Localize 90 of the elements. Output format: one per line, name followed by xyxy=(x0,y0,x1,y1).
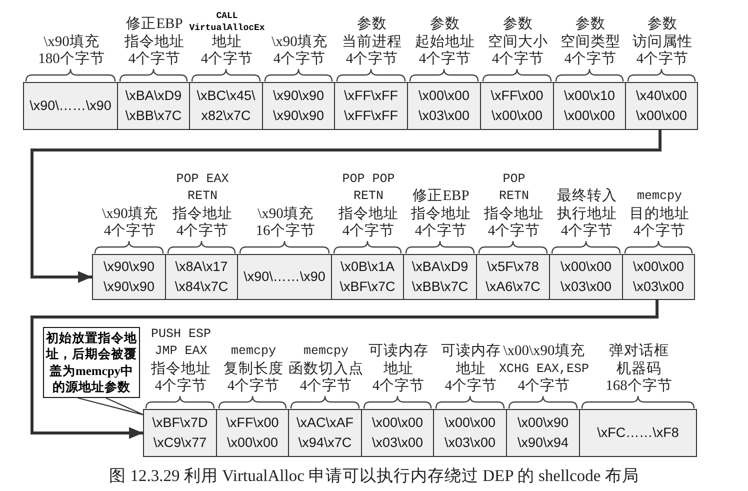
field-label: 4个字节 xyxy=(372,378,425,396)
code-label: XCHG EAX,ESP xyxy=(498,360,589,378)
figure-caption: 图 12.3.29 利用 VirtualAlloc 申请可以执行内存绕过 DEP 的 shellcode 布局 xyxy=(109,466,639,485)
field-label: 弹对话框机器码 xyxy=(608,343,670,378)
hex-bytes: \x00\x00 \x03\x00 xyxy=(559,258,613,296)
hex-bytes: \x00\x00 \x03\x00 xyxy=(632,258,686,296)
callout-note: 初始放置指令地址，后期会被覆盖为memcpy中的源地址参数 xyxy=(43,327,140,398)
hex-bytes: \x00\x10 \x00\x00 xyxy=(562,87,616,125)
hex-bytes: \x90\……\x90 xyxy=(244,268,326,286)
code-label: POP POP RETN xyxy=(341,170,396,206)
field-label: 4个字节 xyxy=(342,223,395,241)
field-label: 4个字节 xyxy=(227,378,280,396)
code-label: memcpy xyxy=(230,343,276,360)
field-label: 指令地址 xyxy=(151,360,211,378)
code-label: POP RETN xyxy=(498,170,530,206)
field-label: 指令地址 xyxy=(338,206,398,222)
field-label: 4个字节 xyxy=(636,51,689,69)
field-label: \x90填充 xyxy=(272,34,328,50)
code-label: PUSH ESP JMP EAX xyxy=(150,326,212,360)
code-label: memcpy xyxy=(303,343,348,360)
field-label: 4个字节 xyxy=(492,51,544,69)
field-label: 函数切入点 xyxy=(288,360,364,378)
hex-bytes: \x90\……\x90 xyxy=(30,97,112,115)
field-label: 168个字节 xyxy=(606,378,672,396)
code-label: CALL VirtualAllocEx xyxy=(188,10,266,34)
field-label: 4个字节 xyxy=(418,51,472,69)
hex-bytes: \x5F\x78 \xA6\x7C xyxy=(484,258,542,296)
field-label: 4个字节 xyxy=(488,223,540,241)
field-label: 4个字节 xyxy=(346,51,398,69)
field-label: 参数 xyxy=(503,16,533,34)
hex-bytes: \xFC……\xF8 xyxy=(597,424,679,442)
field-label: \x90填充 xyxy=(258,206,314,222)
hex-bytes: \xAC\xAF \x94\x7C xyxy=(295,414,354,452)
code-label: POP EAX RETN xyxy=(175,170,230,206)
field-label: 4个字节 xyxy=(273,51,326,69)
field-label: \x00\x90填充 xyxy=(503,343,585,361)
field-label: 修正EBP指令地址 xyxy=(124,16,186,50)
hex-bytes: \xFF\x00 \x00\x00 xyxy=(490,87,544,125)
field-label: 4个字节 xyxy=(560,223,614,241)
field-label: 4个字节 xyxy=(518,378,570,396)
field-label: 最终转入执行地址 xyxy=(556,188,618,222)
hex-bytes: \xFF\x00 \x00\x00 xyxy=(225,414,280,452)
field-label: 4个字节 xyxy=(633,223,686,241)
field-label: 4个字节 xyxy=(104,223,156,241)
field-label: 修正EBP指令地址 xyxy=(410,188,472,222)
hex-bytes: \x0B\x1A \xBF\x7C xyxy=(338,258,396,296)
field-label: 访问属性 xyxy=(632,34,692,50)
field-label: 空间类型 xyxy=(560,34,620,50)
field-label: 参数 xyxy=(576,16,606,34)
field-label: 16个字节 xyxy=(256,223,316,241)
code-label: memcpy xyxy=(636,188,682,206)
field-label: 可读内存地址 xyxy=(368,343,430,378)
field-label: 空间大小 xyxy=(488,34,548,50)
hex-bytes: \x00\x00 \x03\x00 xyxy=(443,414,497,452)
hex-bytes: \xFF\xFF \xFF\xFF xyxy=(343,87,399,125)
field-label: 参数 xyxy=(357,16,387,34)
hex-bytes: \xBA\xD9 \xBB\x7C xyxy=(410,258,470,296)
field-label: \x90填充 xyxy=(44,34,100,50)
hex-bytes: \xBF\x7D \xC9\x77 xyxy=(151,414,209,452)
arrow xyxy=(30,300,659,439)
field-label: 起始地址 xyxy=(415,34,475,50)
hex-bytes: \x90\x90 \x90\x90 xyxy=(272,87,326,125)
field-label: 4个字节 xyxy=(176,223,229,241)
field-label: 复制长度 xyxy=(224,360,284,378)
field-label: 180个字节 xyxy=(38,51,105,69)
field-label: 参数 xyxy=(648,16,678,34)
field-label: 目的地址 xyxy=(630,206,690,222)
field-label: \x90填充 xyxy=(102,206,158,222)
field-label: 4个字节 xyxy=(414,223,468,241)
field-label: 地址 xyxy=(212,34,242,50)
hex-bytes: \x00\x00 \x03\x00 xyxy=(417,87,471,125)
field-label: 4个字节 xyxy=(154,378,208,396)
hex-bytes: \x00\x90 \x90\x94 xyxy=(516,414,570,452)
leader-line xyxy=(77,397,145,416)
field-label: 4个字节 xyxy=(564,51,617,69)
field-label: 当前进程 xyxy=(342,34,402,50)
field-label: 参数 xyxy=(430,16,460,34)
field-label: 指令地址 xyxy=(484,206,544,222)
hex-bytes: \xBC\x45\ x82\x7C xyxy=(196,87,256,125)
arrow xyxy=(30,130,662,283)
field-label: 4个字节 xyxy=(200,51,254,69)
hex-bytes: \xBA\xD9 \xBB\x7C xyxy=(124,87,183,125)
hex-bytes: \x90\x90 \x90\x90 xyxy=(102,258,156,296)
hex-bytes: \x00\x00 \x03\x00 xyxy=(370,414,424,452)
hex-bytes: \x8A\x17 \x84\x7C xyxy=(174,258,230,296)
field-label: 4个字节 xyxy=(300,378,352,396)
hex-bytes: \x40\x00 \x00\x00 xyxy=(634,87,688,125)
field-label: 4个字节 xyxy=(128,51,181,69)
field-label: 4个字节 xyxy=(444,378,498,396)
field-label: 指令地址 xyxy=(172,206,232,222)
